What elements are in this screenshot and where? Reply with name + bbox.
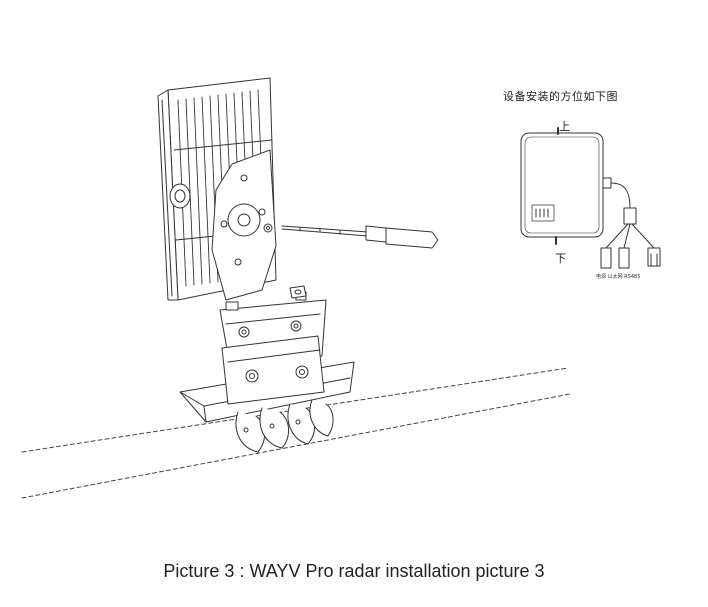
fastening-bolt [281,225,439,249]
label-bottom: 下 [555,252,566,265]
orientation-inset [520,127,661,269]
connector-note: 电源 以太网 RS485 [596,274,641,280]
nut [289,285,307,299]
radar-housing [157,77,277,301]
figure-caption: Picture 3 : WAYV Pro radar installation … [163,561,545,581]
mounting-plate [211,149,277,301]
tilt-bracket [219,291,327,405]
inset-note: 设备安装的方位如下图 [503,90,618,103]
label-top: 上 [559,120,570,133]
